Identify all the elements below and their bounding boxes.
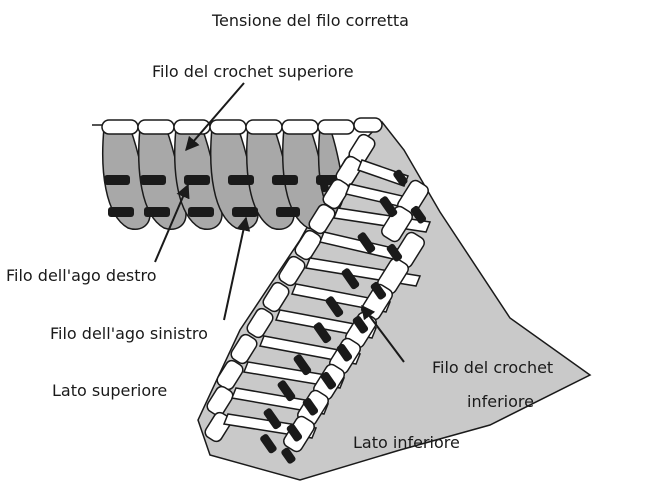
upper-edge-threads (92, 117, 383, 135)
label-left-needle-thread: Filo dell'ago sinistro (50, 324, 208, 343)
label-upper-side: Lato superiore (52, 381, 168, 400)
arrow-left-needle (223, 216, 251, 321)
upper-needle-bars (104, 175, 338, 217)
arrow-upper-looper (185, 82, 245, 152)
label-lower-looper-thread-line1: Filo del crochet (432, 358, 554, 377)
label-lower-side: Lato inferiore (353, 433, 460, 452)
label-lower-looper-thread-line2: inferiore (467, 392, 534, 411)
fabric-piece (197, 120, 592, 481)
diagonal-needle-bars (260, 169, 427, 464)
leader-arrows (154, 82, 405, 363)
arrow-right-needle (154, 183, 190, 263)
upper-looper-loops (102, 127, 345, 230)
arrow-lower-looper (361, 304, 405, 363)
diagonal-edge-loops (204, 133, 376, 443)
diagram-title: Tensione del filo corretta (212, 11, 409, 30)
label-right-needle-thread: Filo dell'ago destro (6, 266, 157, 285)
label-upper-looper-thread: Filo del crochet superiore (152, 62, 354, 81)
